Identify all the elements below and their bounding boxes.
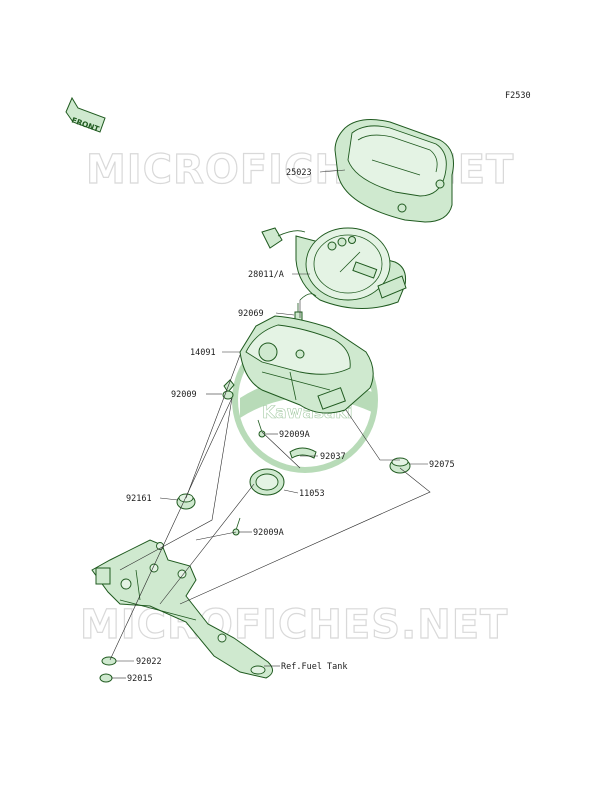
screw-92009a-upper-part [257,419,266,438]
grommet-92075-part [389,457,411,474]
label-92009a-lower: 92009A [253,528,284,538]
label-14091: 14091 [190,348,216,358]
label-92009: 92009 [171,390,197,400]
label-92161: 92161 [126,494,152,504]
nut-92015-part [99,673,113,683]
leader-lines [112,169,428,679]
label-92069: 92069 [238,309,264,319]
meter-assembly-part [261,227,407,309]
label-92075: 92075 [429,460,455,470]
figure-code: F2530 [505,91,531,101]
meter-cover-part [334,119,454,223]
watermark-bottom: MICROFICHES.NET [80,602,508,648]
label-92037: 92037 [320,452,346,462]
washer-92022-part [101,656,117,666]
clip-part [289,447,317,459]
gasket-part [249,468,285,496]
label-11053: 11053 [299,489,325,499]
label-25023: 25023 [286,168,312,178]
label-28011a: 28011/A [248,270,284,280]
label-92009a-upper: 92009A [279,430,310,440]
label-92022: 92022 [136,657,162,667]
label-92015: 92015 [127,674,153,684]
front-arrow-icon: FRONT [65,96,106,134]
assembly-guide-lines [109,300,431,661]
meter-case-part [239,315,374,414]
label-ref-fuel-tank: Ref.Fuel Tank [281,662,348,672]
meter-bracket-part [91,539,273,679]
